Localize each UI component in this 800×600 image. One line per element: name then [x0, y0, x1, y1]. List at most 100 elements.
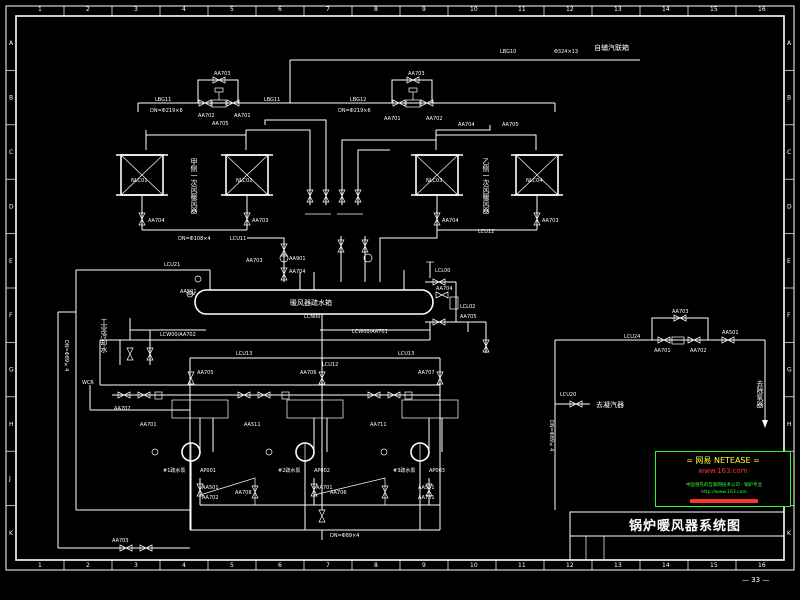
valve-tag: AA703 [542, 218, 559, 224]
row-letter-right: B [787, 95, 791, 102]
label-lcu12: LCU12 [478, 229, 494, 235]
col-number-top: 11 [518, 6, 526, 13]
label-dn-left: DN=Φ219×6 [150, 108, 183, 114]
label-lcl02: LCL02 [460, 304, 475, 310]
valve-tag: AA701 [654, 348, 671, 354]
valve-tag: AA705 [212, 121, 229, 127]
row-letter-right: D [787, 203, 792, 210]
row-letter-left: J [8, 475, 11, 482]
label-lbg10-spec: Φ324×13 [554, 49, 578, 55]
valve-tag: AA708 [235, 490, 252, 496]
col-number-bottom: 4 [182, 562, 186, 569]
col-number-top: 9 [422, 6, 426, 13]
row-letter-right: K [787, 530, 792, 537]
valve-tag: AA501 [180, 289, 197, 295]
col-number-top: 2 [86, 6, 90, 13]
valve-tag: AP002 [314, 468, 330, 474]
valve-tag: AA702 [202, 495, 219, 501]
label-dn-right: DN=Φ219×6 [338, 108, 371, 114]
label-lcu13b: LCU13 [398, 351, 414, 357]
industrial-water-label: 工业冷却水 [100, 318, 108, 353]
valve-tag: AA501 [202, 485, 219, 491]
pump-1-label: #1疏水泵 [163, 467, 185, 474]
valve-tag: AA704 [289, 269, 306, 275]
row-letter-right: H [787, 421, 792, 428]
row-letter-right: C [787, 149, 791, 156]
valve-tag: AA701 [140, 422, 157, 428]
valve-tag: AA706 [330, 490, 347, 496]
heater-NLC04 [511, 154, 563, 196]
col-number-top: 10 [470, 6, 478, 13]
publisher-logo: = 网易 NETEASE = www.163.com 中国领先的互联网技术公司 … [655, 451, 791, 507]
col-number-top: 8 [374, 6, 378, 13]
drawing-title: 锅炉暖风器系统图 [628, 518, 741, 534]
logo-line-3: 中国领先的互联网技术公司 · 锅炉专业 [685, 483, 763, 488]
valve-tag: AA703 [214, 71, 231, 77]
logo-line-4: http://www.163.com [701, 490, 747, 495]
valve-tag: AA701 [418, 495, 435, 501]
row-letter-left: C [9, 149, 13, 156]
valve-tag: AA702 [426, 116, 443, 122]
col-number-bottom: 13 [614, 562, 622, 569]
row-letter-right: A [787, 40, 792, 47]
row-letter-left: A [9, 40, 14, 47]
valve-tag: AA703 [408, 71, 425, 77]
col-number-top: 15 [710, 6, 718, 13]
drain-tank [75, 261, 490, 510]
valve-tag: AA704 [436, 286, 453, 292]
label-lbg11b: LBG11 [264, 97, 280, 103]
heater-label-3: NLC03 [426, 178, 442, 184]
heater-label-4: NLC04 [526, 178, 542, 184]
side-a-label: 甲侧一次风暖风器 [190, 158, 198, 215]
dn-right-vertical-label: DN=Φ89×4 [548, 420, 554, 451]
valve-tag: AA704 [442, 218, 459, 224]
col-number-top: 4 [182, 6, 186, 13]
dn-vertical-label: DN=Φ89×4 [63, 340, 69, 371]
col-number-bottom: 14 [662, 562, 670, 569]
valve-tag: AA704 [148, 218, 165, 224]
heater-label-2: NLC02 [236, 178, 252, 184]
valve-tag: AA703 [672, 309, 689, 315]
heater-supply [145, 119, 537, 205]
heater-group [116, 154, 563, 196]
col-number-top: 12 [566, 6, 574, 13]
row-letter-left: K [9, 530, 14, 537]
col-number-top: 6 [278, 6, 282, 13]
pump-area [57, 311, 459, 552]
col-number-bottom: 8 [374, 562, 378, 569]
label-wcr: WCR [82, 380, 94, 386]
logo-bar [690, 499, 758, 503]
col-number-bottom: 5 [230, 562, 234, 569]
col-number-top: 16 [758, 6, 766, 13]
tank-label: 暖风器疏水箱 [290, 298, 332, 307]
valve-tag: AA511 [244, 422, 261, 428]
valve-tag: AA704 [458, 122, 475, 128]
label-lcu20: LCU20 [560, 392, 576, 398]
label-lcl00: LCL00 [435, 268, 450, 274]
valve-tag: AA705 [502, 122, 519, 128]
col-number-top: 1 [38, 6, 42, 13]
col-number-top: 14 [662, 6, 670, 13]
col-number-top: 7 [326, 6, 330, 13]
valve-tag: AA701 [234, 113, 251, 119]
label-lcu24: LCU24 [624, 334, 640, 340]
valve-tag: AA702 [690, 348, 707, 354]
vertical-labels: 甲侧一次风暖风器 乙侧一次风暖风器 工业冷却水 去除氧器 DN=Φ89×4 DN… [63, 158, 764, 451]
heater-NLC02 [221, 154, 273, 196]
pipe-labels: LBG10 Φ324×13 自辅汽联箱 LBG11 LBG11 LBG12 DN… [82, 43, 739, 544]
row-letter-left: F [9, 312, 13, 319]
label-dn-drain: DN=Φ108×4 [178, 236, 211, 242]
tank-code: LCN00 [304, 314, 320, 320]
heater-drains [138, 189, 541, 282]
col-number-bottom: 3 [134, 562, 138, 569]
page-number: — 33 — [742, 576, 770, 584]
row-letter-right: G [787, 367, 792, 374]
label-to-tank: 去凝汽器 [596, 400, 624, 409]
label-source: 自辅汽联箱 [594, 43, 629, 52]
pump-2-label: #2疏水泵 [278, 467, 300, 474]
valve-tag: AA705 [197, 370, 214, 376]
valve-tag: AP003 [429, 468, 445, 474]
deaerator-line [554, 314, 768, 510]
valve-tag: AA711 [370, 422, 387, 428]
